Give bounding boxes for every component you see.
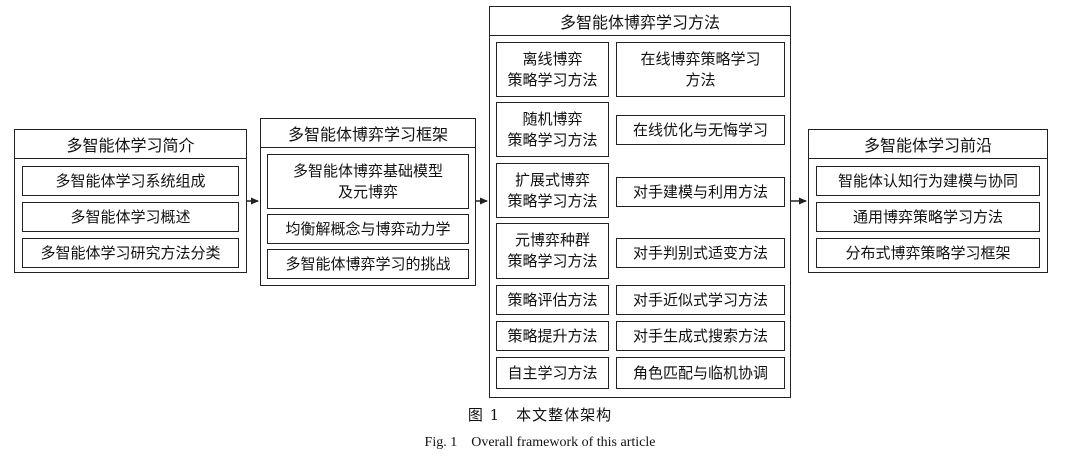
methods-right-item-3: 对手建模与利用方法 bbox=[616, 177, 785, 207]
framework-panel-title: 多智能体博弈学习框架 bbox=[261, 119, 475, 148]
methods-left-item-5: 策略评估方法 bbox=[496, 285, 609, 315]
framework-item-1: 多智能体博弈基础模型 及元博弈 bbox=[267, 154, 469, 209]
methods-left-item-2: 随机博弈 策略学习方法 bbox=[496, 102, 609, 157]
intro-item-2: 多智能体学习概述 bbox=[22, 202, 239, 232]
methods-left-item-1: 离线博弈 策略学习方法 bbox=[496, 42, 609, 97]
methods-panel-title: 多智能体博弈学习方法 bbox=[490, 7, 790, 36]
methods-right-item-2: 在线优化与无悔学习 bbox=[616, 115, 785, 145]
methods-left-item-4: 元博弈种群 策略学习方法 bbox=[496, 223, 609, 279]
methods-left-item-6: 策略提升方法 bbox=[496, 321, 609, 351]
framework-item-2: 均衡解概念与博弈动力学 bbox=[267, 214, 469, 244]
frontier-item-3: 分布式博弈策略学习框架 bbox=[816, 238, 1040, 268]
intro-item-1: 多智能体学习系统组成 bbox=[22, 166, 239, 196]
frontier-item-2: 通用博弈策略学习方法 bbox=[816, 202, 1040, 232]
intro-panel: 多智能体学习简介 多智能体学习系统组成 多智能体学习概述 多智能体学习研究方法分… bbox=[14, 129, 247, 273]
framework-panel: 多智能体博弈学习框架 多智能体博弈基础模型 及元博弈 均衡解概念与博弈动力学 多… bbox=[260, 118, 476, 286]
methods-right-item-4: 对手判别式适变方法 bbox=[616, 238, 785, 268]
figure-caption-english: Fig. 1 Overall framework of this article bbox=[424, 435, 656, 450]
frontier-panel-title: 多智能体学习前沿 bbox=[809, 130, 1047, 159]
methods-right-item-1: 在线博弈策略学习 方法 bbox=[616, 42, 785, 97]
frontier-panel: 多智能体学习前沿 智能体认知行为建模与协同 通用博弈策略学习方法 分布式博弈策略… bbox=[808, 129, 1048, 273]
methods-right-item-6: 对手生成式搜索方法 bbox=[616, 321, 785, 351]
framework-item-3: 多智能体博弈学习的挑战 bbox=[267, 249, 469, 279]
frontier-item-1: 智能体认知行为建模与协同 bbox=[816, 166, 1040, 196]
methods-right-item-5: 对手近似式学习方法 bbox=[616, 285, 785, 315]
methods-left-item-3: 扩展式博弈 策略学习方法 bbox=[496, 163, 609, 218]
intro-item-3: 多智能体学习研究方法分类 bbox=[22, 238, 239, 268]
figure-caption-chinese: 图 1 本文整体架构 bbox=[467, 406, 613, 424]
methods-right-item-7: 角色匹配与临机协调 bbox=[616, 357, 785, 389]
methods-left-item-7: 自主学习方法 bbox=[496, 357, 609, 389]
methods-panel: 多智能体博弈学习方法 离线博弈 策略学习方法 随机博弈 策略学习方法 扩展式博弈… bbox=[489, 6, 791, 398]
intro-panel-title: 多智能体学习简介 bbox=[15, 130, 246, 159]
